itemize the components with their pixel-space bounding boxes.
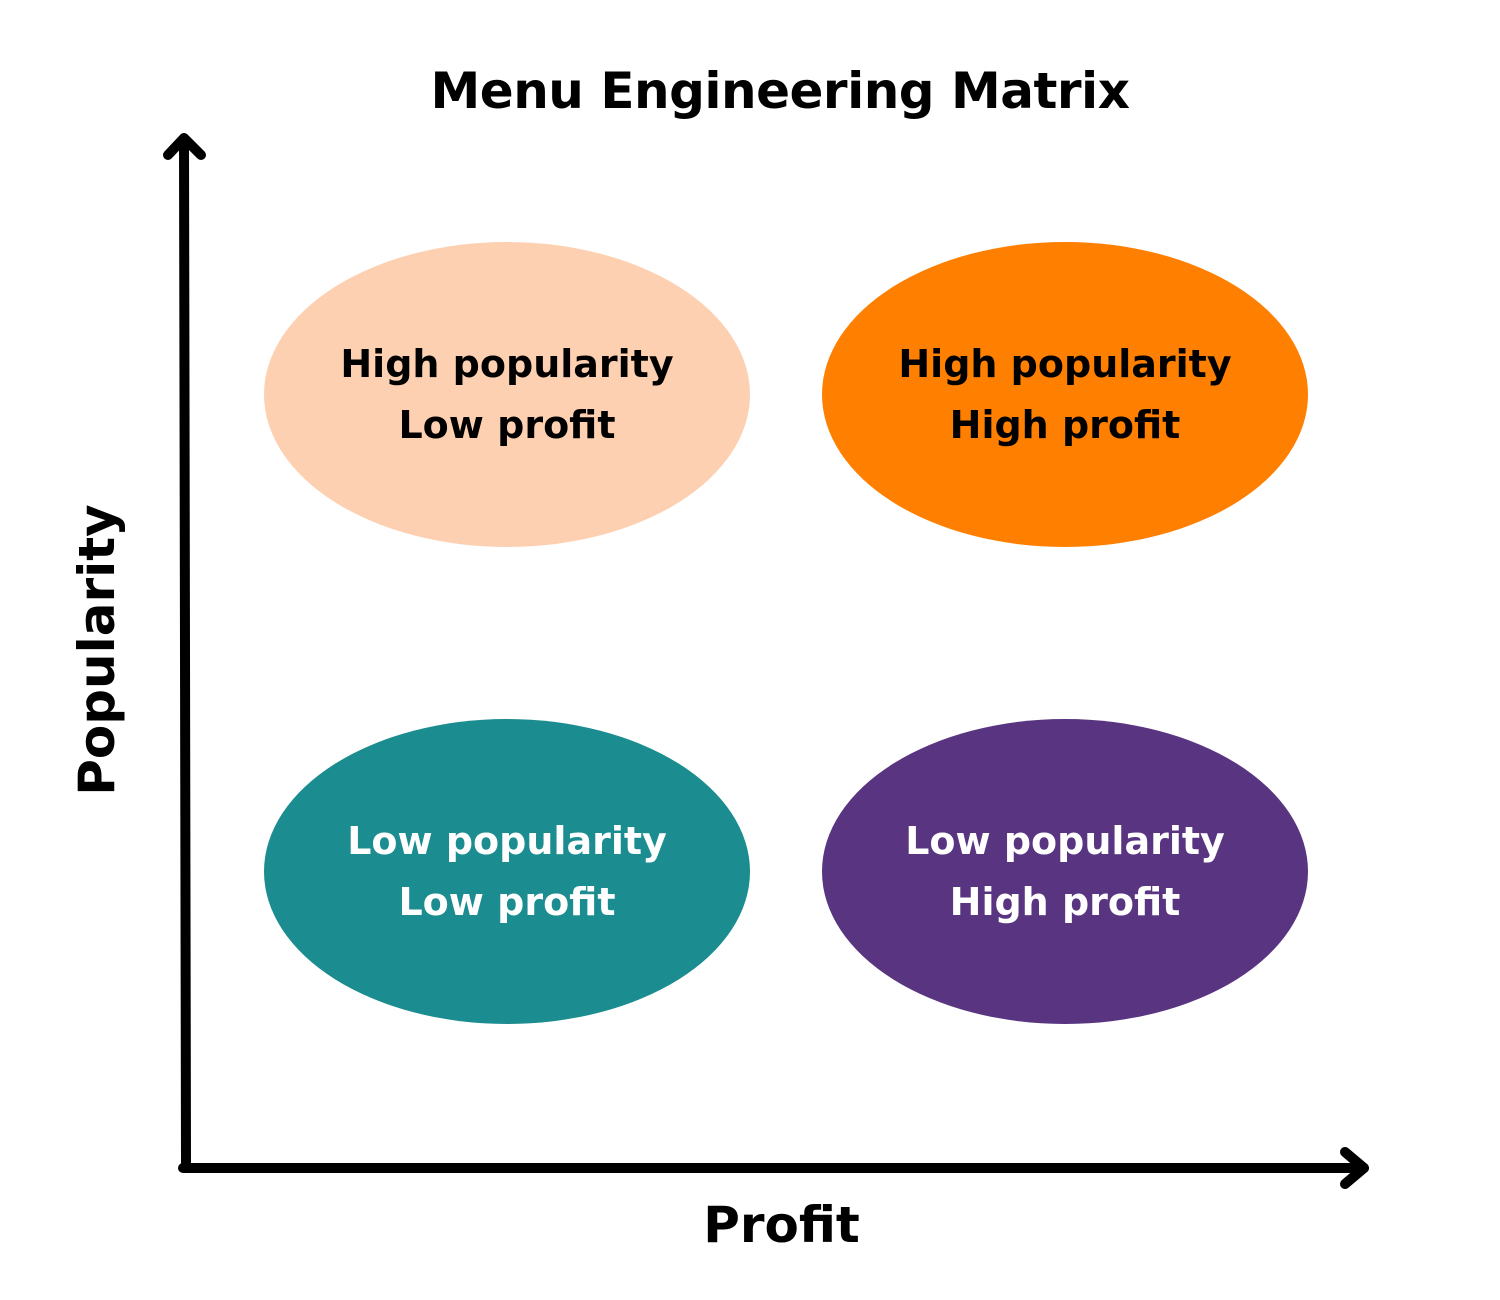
quadrant-label-line2: Low profit <box>398 402 616 447</box>
diagram-title: Menu Engineering Matrix <box>430 62 1130 120</box>
y-axis-arrow <box>163 133 206 1171</box>
quadrant-label-line1: Low popularity <box>347 818 667 863</box>
quadrant-high-popularity-high-profit: High popularity High profit <box>822 242 1308 547</box>
y-axis-label: Popularity <box>68 504 126 796</box>
quadrant-label-line2: High profit <box>949 879 1181 924</box>
quadrant-label-line2: Low profit <box>398 879 616 924</box>
quadrant-label-line2: High profit <box>949 402 1181 447</box>
quadrant-label-line1: High popularity <box>898 341 1232 386</box>
quadrant-low-popularity-low-profit: Low popularity Low profit <box>264 719 750 1024</box>
x-axis-arrow <box>178 1147 1369 1189</box>
quadrant-high-popularity-low-profit: High popularity Low profit <box>264 242 750 547</box>
x-axis-label: Profit <box>703 1196 860 1254</box>
quadrant-low-popularity-high-profit: Low popularity High profit <box>822 719 1308 1024</box>
quadrant-label-line1: Low popularity <box>905 818 1225 863</box>
quadrant-label-line1: High popularity <box>340 341 674 386</box>
